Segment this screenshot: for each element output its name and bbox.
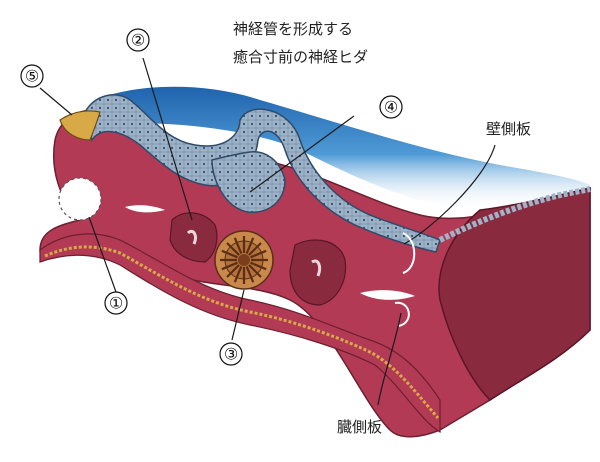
leader-2	[142, 57, 193, 221]
marker-3: ③	[219, 342, 243, 366]
notochord-ray	[250, 261, 267, 271]
leader-visceral	[377, 312, 402, 406]
leader-3	[231, 289, 245, 341]
yellow-structure	[59, 110, 101, 141]
notochord-ray	[233, 266, 243, 283]
visceral-epithelium	[44, 245, 440, 419]
notochord-ray	[248, 264, 262, 278]
leader-4	[249, 115, 355, 193]
visceral-layer	[39, 233, 441, 434]
notochord-ray	[221, 261, 238, 271]
notochord-ray	[250, 249, 267, 259]
neural-fold-label-line2: 癒合寸前の神経ヒダ	[233, 48, 368, 66]
notochord-ray	[226, 264, 240, 278]
marker-5: ⑤	[20, 64, 44, 88]
svg-text:③: ③	[224, 345, 238, 364]
leader-5	[39, 87, 73, 116]
dashed-circle	[58, 177, 102, 221]
parietal-label: 壁側板	[486, 120, 531, 138]
neural-fold-label-line1: 神経管を形成する	[233, 20, 353, 38]
neural-fold	[84, 94, 441, 253]
neural-groove-inner	[211, 151, 286, 213]
marker-1: ①	[104, 291, 128, 315]
coelom-slit-left	[125, 205, 165, 213]
coelom-slit-right	[360, 290, 415, 300]
notochord-ray	[245, 237, 255, 254]
leader-parietal	[403, 144, 496, 245]
body-right-face	[438, 187, 591, 401]
notochord-ray	[233, 237, 243, 254]
svg-text:④: ④	[384, 98, 398, 117]
leader-1	[88, 216, 117, 293]
marker-4: ④	[379, 95, 403, 119]
notochord	[214, 230, 274, 290]
notochord-ray	[226, 242, 240, 256]
svg-text:⑤: ⑤	[25, 67, 39, 86]
amniotic-cavity	[95, 86, 590, 210]
notochord-ray	[221, 249, 238, 259]
surface-ectoderm	[438, 186, 591, 243]
visceral-marker	[394, 301, 410, 327]
svg-text:①: ①	[109, 294, 123, 313]
parietal-marker	[402, 232, 416, 274]
notochord-ray	[245, 266, 255, 283]
svg-text:②: ②	[131, 31, 145, 50]
notochord-ray	[248, 242, 262, 256]
visceral-label: 臓側板	[337, 418, 382, 436]
somite-left	[169, 212, 218, 263]
marker-2: ②	[126, 28, 150, 52]
